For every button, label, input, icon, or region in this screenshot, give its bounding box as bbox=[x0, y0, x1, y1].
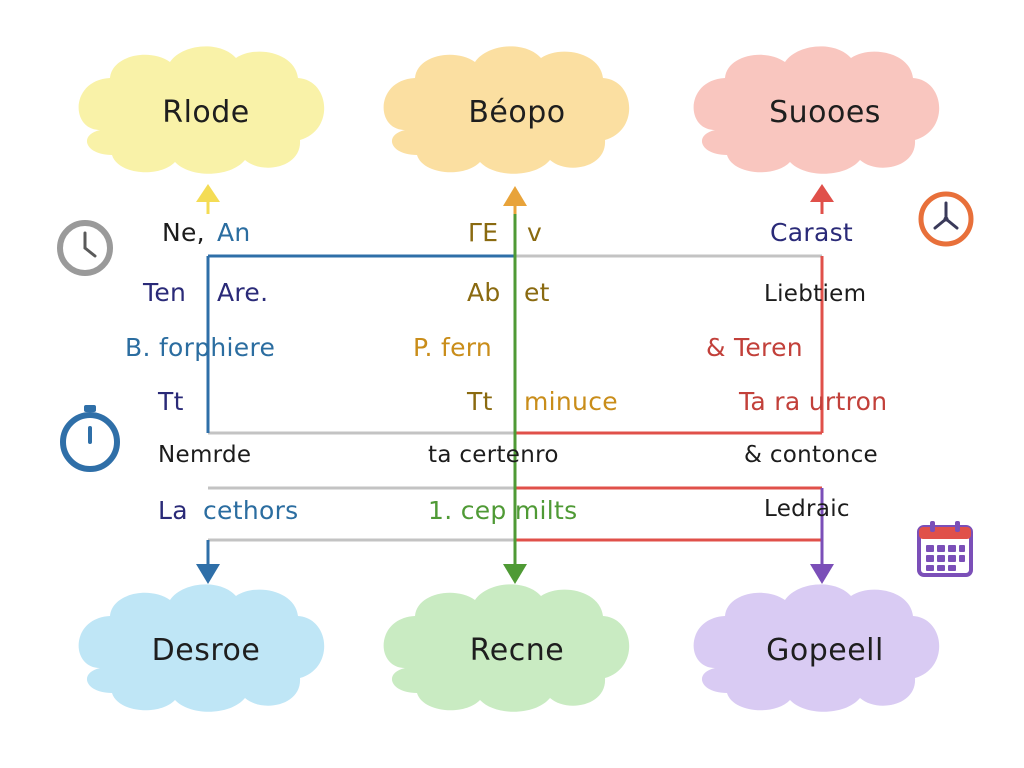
cloud-top-center bbox=[383, 46, 630, 174]
cloud-top-left bbox=[78, 46, 325, 174]
cloud-top-right-shape bbox=[693, 46, 940, 174]
row2-center-b: et bbox=[524, 278, 550, 307]
row1-right: Carast bbox=[770, 218, 854, 247]
row4-center-a: Tt bbox=[467, 387, 493, 416]
row2-right: Liebtiem bbox=[764, 281, 867, 307]
row3-left: B. forphiere bbox=[125, 333, 276, 362]
arrow-down-center bbox=[503, 564, 527, 584]
row6-center: 1. cep milts bbox=[428, 496, 578, 525]
cloud-top-right bbox=[693, 46, 940, 174]
row4-left: Tt bbox=[158, 387, 184, 416]
row2-left-b: Are. bbox=[217, 278, 269, 307]
cloud-label-top-left: Rlode bbox=[162, 95, 250, 130]
row2-center-a: Ab bbox=[467, 278, 501, 307]
cloud-bottom-center-shape bbox=[383, 584, 630, 712]
cloud-label-bottom-center: Recne bbox=[469, 633, 565, 668]
cloud-bottom-left bbox=[78, 584, 325, 712]
arrow-down-right bbox=[810, 564, 834, 584]
arrow-up-center bbox=[503, 186, 527, 206]
cloud-label-top-right: Suooes bbox=[769, 95, 881, 130]
cloud-label-bottom-left: Desroe bbox=[151, 633, 261, 668]
row3-center: P. fern bbox=[413, 333, 493, 362]
row1-center-a: ΓΕ bbox=[468, 218, 499, 247]
row5-center: ta certenro bbox=[428, 442, 559, 468]
row3-right: & Teren bbox=[706, 333, 803, 362]
cloud-bottom-right-shape bbox=[693, 584, 940, 712]
row6-left-a: La bbox=[158, 496, 188, 525]
cloud-top-center-shape bbox=[383, 46, 630, 174]
cloud-label-bottom-right: Gopeell bbox=[766, 633, 884, 668]
row1-left-a: Ne, bbox=[162, 218, 205, 247]
arrowheads bbox=[196, 184, 834, 584]
row4-center-b: minuce bbox=[524, 387, 618, 416]
cloud-top-left-shape bbox=[78, 46, 325, 174]
row6-left-b: cethors bbox=[203, 496, 299, 525]
arrow-up-left bbox=[196, 184, 220, 202]
clock-icon bbox=[57, 220, 113, 276]
row2-left-a: Ten bbox=[143, 278, 187, 307]
connector-lines bbox=[206, 200, 824, 570]
cloud-bottom-center bbox=[383, 584, 630, 712]
cloud-bottom-right bbox=[693, 584, 940, 712]
row1-center-b: v bbox=[527, 218, 543, 247]
row4-right: Ta ra urtron bbox=[739, 387, 888, 416]
arrow-down-left bbox=[196, 564, 220, 584]
cloud-bottom-left-shape bbox=[78, 584, 325, 712]
row5-right: & contonce bbox=[744, 442, 879, 468]
row1-left-b: An bbox=[217, 218, 251, 247]
row5-left: Nemrde bbox=[158, 442, 252, 468]
row6-right: Ledraic bbox=[764, 496, 850, 522]
stopwatch-icon bbox=[60, 405, 120, 472]
calendar-icon bbox=[917, 521, 973, 577]
cloud-label-top-center: Béopo bbox=[468, 95, 566, 130]
arrow-up-right bbox=[810, 184, 834, 202]
clock-icon bbox=[918, 191, 974, 247]
